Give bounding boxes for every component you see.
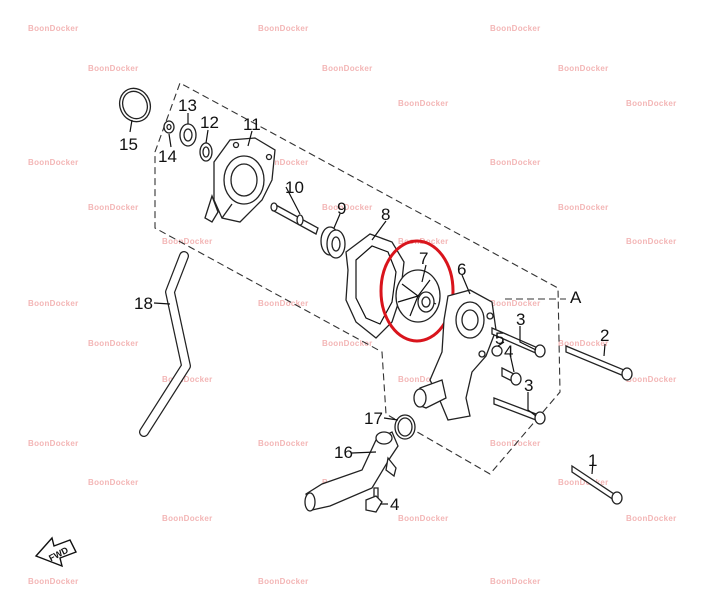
watermark: BoonDocker [398, 514, 449, 523]
watermark: BoonDocker [88, 203, 139, 212]
seal-part-12-inner [202, 146, 210, 158]
callout-9: 9 [337, 199, 346, 218]
watermark: BoonDocker [490, 158, 541, 167]
watermark: BoonDocker [28, 299, 79, 308]
view-a-label: A [570, 288, 582, 307]
callout-7: 7 [419, 249, 428, 268]
mechanical-seal-part-9 [320, 226, 346, 259]
callout-8: 8 [381, 205, 390, 224]
watermark: BoonDocker [490, 439, 541, 448]
callout-15: 15 [119, 135, 138, 154]
watermark: BoonDocker [28, 577, 79, 586]
assembly-boundary [154, 82, 561, 475]
washer-part-5 [491, 345, 503, 357]
watermark: BoonDocker [558, 203, 609, 212]
bearing-part-13-inner [183, 128, 193, 142]
callout-4-lower: 4 [390, 495, 399, 514]
watermark: BoonDocker [258, 577, 309, 586]
watermark: BoonDocker [490, 577, 541, 586]
callout-11: 11 [243, 115, 261, 134]
bolt-part-3-upper [491, 327, 546, 358]
callout-4-upper: 4 [504, 342, 513, 361]
callout-3-upper: 3 [516, 310, 525, 329]
bolt-part-1 [571, 464, 623, 505]
watermark: BoonDocker [490, 24, 541, 33]
bolt-part-4-upper [501, 366, 522, 386]
watermark: BoonDocker [490, 299, 541, 308]
watermark: BoonDocker [322, 203, 373, 212]
gasket-part-8-inner [355, 245, 397, 325]
watermark: BoonDocker [558, 478, 609, 487]
watermark: BoonDocker [28, 158, 79, 167]
callout-3-lower: 3 [524, 376, 533, 395]
callout-2: 2 [600, 326, 609, 345]
watermark: BoonDocker [398, 375, 449, 384]
bolt-part-2 [565, 345, 633, 381]
watermark: BoonDocker [626, 99, 677, 108]
pump-shaft-part-10 [270, 202, 319, 235]
callout-labels: 1 2 3 3 4 4 5 6 7 8 9 10 11 12 13 14 15 … [119, 96, 609, 514]
leader-lines [129, 113, 606, 505]
watermark: BoonDocker [398, 99, 449, 108]
watermark: BoonDocker [626, 375, 677, 384]
watermark: BoonDocker [258, 24, 309, 33]
watermark: BoonDocker [28, 24, 79, 33]
watermark: BoonDocker [88, 478, 139, 487]
callout-18: 18 [134, 294, 153, 313]
watermark: BoonDocker [322, 64, 373, 73]
callout-16: 16 [334, 443, 353, 462]
callout-6: 6 [457, 260, 466, 279]
watermark: BoonDocker [88, 339, 139, 348]
bolt-part-3-lower [493, 397, 546, 425]
pump-cover-part-11 [204, 137, 276, 223]
watermark: BoonDocker [28, 439, 79, 448]
watermark: BoonDocker [162, 514, 213, 523]
watermark: BoonDocker [626, 237, 677, 246]
callout-14: 14 [158, 147, 177, 166]
highlight-circle-part-7 [379, 239, 455, 343]
callout-5: 5 [495, 329, 504, 348]
watermark: BoonDocker [558, 339, 609, 348]
watermark: BoonDocker [258, 439, 309, 448]
callout-1: 1 [588, 451, 597, 470]
impeller-part-7 [395, 269, 441, 323]
watermark: BoonDocker [162, 237, 213, 246]
pump-housing-part-6 [413, 289, 497, 421]
washer-part-14-hole [166, 123, 172, 131]
callout-17: 17 [364, 409, 383, 428]
o-ring-part-17-inner [397, 417, 413, 437]
watermark: BoonDocker [258, 299, 309, 308]
o-ring-part-15-inner [121, 90, 149, 120]
watermark: BoonDocker [162, 375, 213, 384]
callout-12: 12 [200, 113, 219, 132]
watermark: BoonDocker [258, 158, 309, 167]
callout-13: 13 [178, 96, 197, 115]
forward-direction-indicator: FWD [34, 536, 77, 568]
watermark: BoonDocker [558, 64, 609, 73]
bolt-part-4-lower [365, 487, 383, 513]
watermark: BoonDocker [626, 514, 677, 523]
callout-10: 10 [285, 178, 304, 197]
hose-part-18-fill [140, 252, 190, 436]
watermark: BoonDocker [322, 339, 373, 348]
watermark: BoonDocker [88, 64, 139, 73]
